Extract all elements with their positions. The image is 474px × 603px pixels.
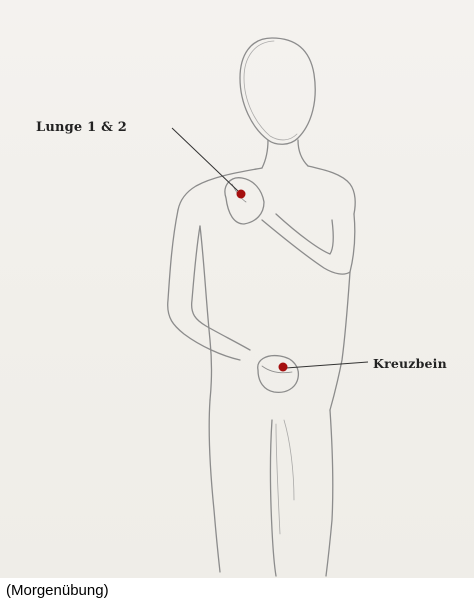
torso-left-side	[200, 226, 212, 400]
lunge-label: Lunge 1 & 2	[36, 120, 127, 135]
head-outline	[240, 38, 315, 144]
left-arm-outline	[168, 210, 240, 360]
figure-caption: (Morgenübung)	[6, 582, 109, 599]
figure-outline	[168, 38, 356, 576]
left-leg-outline	[209, 400, 220, 572]
lunge-point-dot	[237, 190, 246, 199]
kreuzbein-point-dot	[279, 363, 288, 372]
inner-leg-outline	[271, 420, 277, 576]
torso-right-side	[330, 272, 350, 410]
right-leg-outline	[326, 410, 333, 576]
right-arm-outline	[262, 214, 355, 274]
neck-outline	[262, 140, 268, 168]
drawing-paper: Lunge 1 & 2 Kreuzbein	[0, 0, 474, 578]
kreuzbein-pointer-line	[286, 362, 368, 368]
body-sketch	[0, 0, 474, 578]
kreuzbein-label: Kreuzbein	[373, 356, 447, 371]
right-shoulder-outline	[308, 166, 355, 214]
belly-hand-outline	[258, 356, 299, 393]
